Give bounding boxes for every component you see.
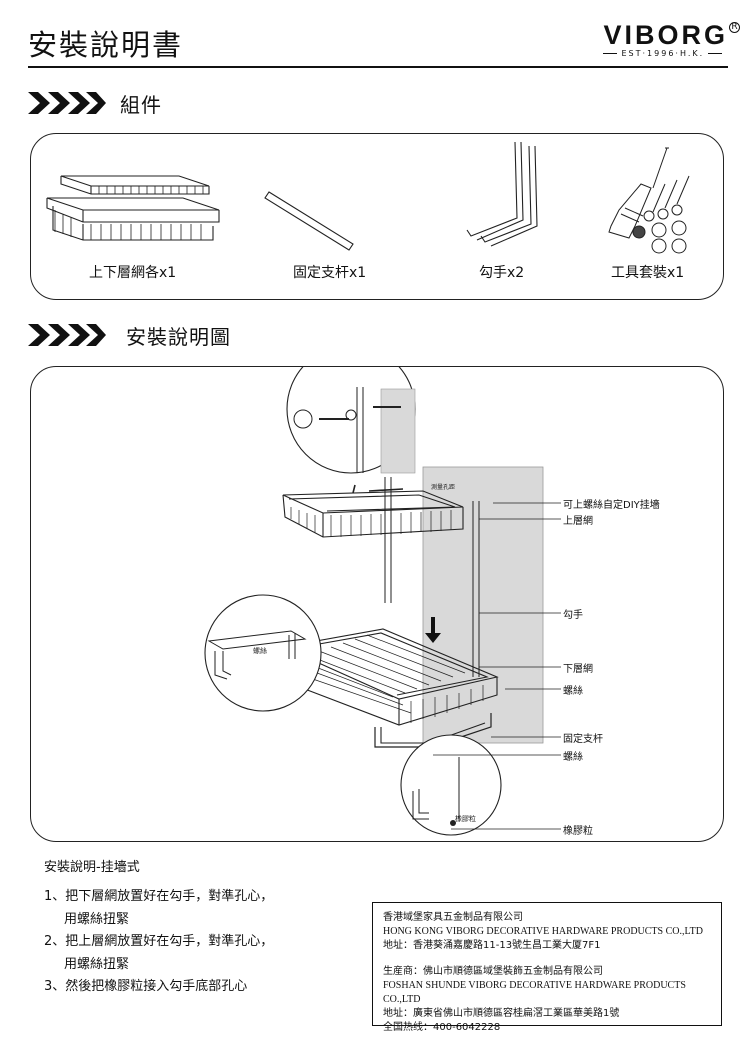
instruction-step: 用螺絲扭緊 bbox=[64, 956, 130, 972]
hk-company-name-en: HONG KONG VIBORG DECORATIVE HARDWARE PRO… bbox=[383, 926, 704, 937]
hotline: 全国热线：400-6042228 bbox=[383, 1022, 501, 1033]
components-heading: 組件 bbox=[28, 88, 162, 118]
install-title: 安裝說明圖 bbox=[126, 324, 231, 349]
callout-upper: 上層網 bbox=[563, 516, 593, 527]
drill-label: 測量孔距 bbox=[431, 483, 455, 491]
detail-circle-bottom bbox=[400, 734, 502, 836]
install-heading: 安裝說明圖 bbox=[28, 320, 231, 350]
down-arrow-icon bbox=[425, 617, 441, 643]
instruction-step: 1、把下層網放置好在勾手，對準孔心， bbox=[44, 889, 274, 904]
manufacturer-address: 地址：廣東省佛山市順德區容桂扁滘工業區華美路1號 bbox=[383, 1008, 620, 1019]
brand-logo: VIBORG R EST·1996·H.K. bbox=[603, 20, 740, 58]
callout-leaders bbox=[433, 502, 561, 830]
toolkit-icon bbox=[608, 147, 690, 254]
components-panel: 上下層網各x1 固定支杆x1 勾手x2 工具套裝x1 bbox=[30, 133, 724, 300]
component-label: 勾手x2 bbox=[479, 265, 525, 281]
callout-screw: 螺絲 bbox=[563, 752, 583, 763]
callout-diy: 可上螺絲自定DIY挂墻 bbox=[563, 500, 660, 511]
hook-icon bbox=[466, 141, 538, 247]
upper-basket: 測量孔距 bbox=[282, 483, 464, 538]
callout-hook: 勾手 bbox=[563, 610, 583, 621]
registered-mark: R bbox=[729, 22, 740, 33]
detail-circle-left bbox=[204, 594, 322, 712]
component-label: 固定支杆x1 bbox=[293, 265, 367, 281]
installation-diagram: 測量孔距 螺絲 橡膠粒 bbox=[204, 367, 561, 836]
hk-address: 地址：香港葵涌嘉慶路11-13號生昌工業大厦7F1 bbox=[383, 940, 601, 951]
hk-company-name: 香港域堡家具五金制品有限公司 bbox=[383, 912, 523, 923]
components-illustration bbox=[46, 141, 690, 254]
brand-est: EST·1996·H.K. bbox=[603, 49, 728, 58]
triple-chevron-icon bbox=[28, 92, 106, 114]
component-label: 上下層網各x1 bbox=[89, 265, 177, 281]
install-diagram-panel: 測量孔距 螺絲 橡膠粒 bbox=[30, 366, 724, 842]
brand-name: VIBORG bbox=[603, 20, 728, 50]
basket-icon bbox=[46, 175, 220, 241]
manufacturer-name: 生産商：佛山市順德區域堡裝飾五金制品有限公司 bbox=[383, 966, 603, 977]
header-divider bbox=[28, 66, 728, 68]
instructions-title: 安裝說明-挂墻式 bbox=[44, 860, 140, 875]
triple-chevron-icon bbox=[28, 324, 106, 346]
callout-rod: 固定支杆 bbox=[563, 734, 603, 745]
callout-screw: 螺絲 bbox=[563, 686, 583, 697]
page-title: 安裝說明書 bbox=[28, 28, 184, 62]
instruction-step: 3、然後把橡膠粒接入勾手底部孔心 bbox=[44, 979, 248, 994]
instruction-step: 用螺絲扭緊 bbox=[64, 911, 130, 927]
instructions-list: 1、把下層網放置好在勾手，對準孔心， 用螺絲扭緊 2、把上層網放置好在勾手，對準… bbox=[44, 886, 273, 999]
rod-icon bbox=[264, 191, 354, 251]
instruction-step: 2、把上層網放置好在勾手，對準孔心， bbox=[44, 934, 274, 949]
inset-rubber-label: 橡膠粒 bbox=[455, 814, 476, 823]
component-label: 工具套裝x1 bbox=[611, 265, 685, 281]
callout-rubber: 橡膠粒 bbox=[563, 826, 593, 837]
company-info-box: 香港域堡家具五金制品有限公司 HONG KONG VIBORG DECORATI… bbox=[372, 902, 722, 1033]
inset-screw-label: 螺絲 bbox=[253, 646, 267, 655]
manufacturer-name-en: FOSHAN SHUNDE VIBORG DECORATIVE HARDWARE… bbox=[383, 980, 686, 1005]
callout-lower: 下層網 bbox=[563, 664, 593, 675]
components-title: 組件 bbox=[120, 92, 162, 117]
